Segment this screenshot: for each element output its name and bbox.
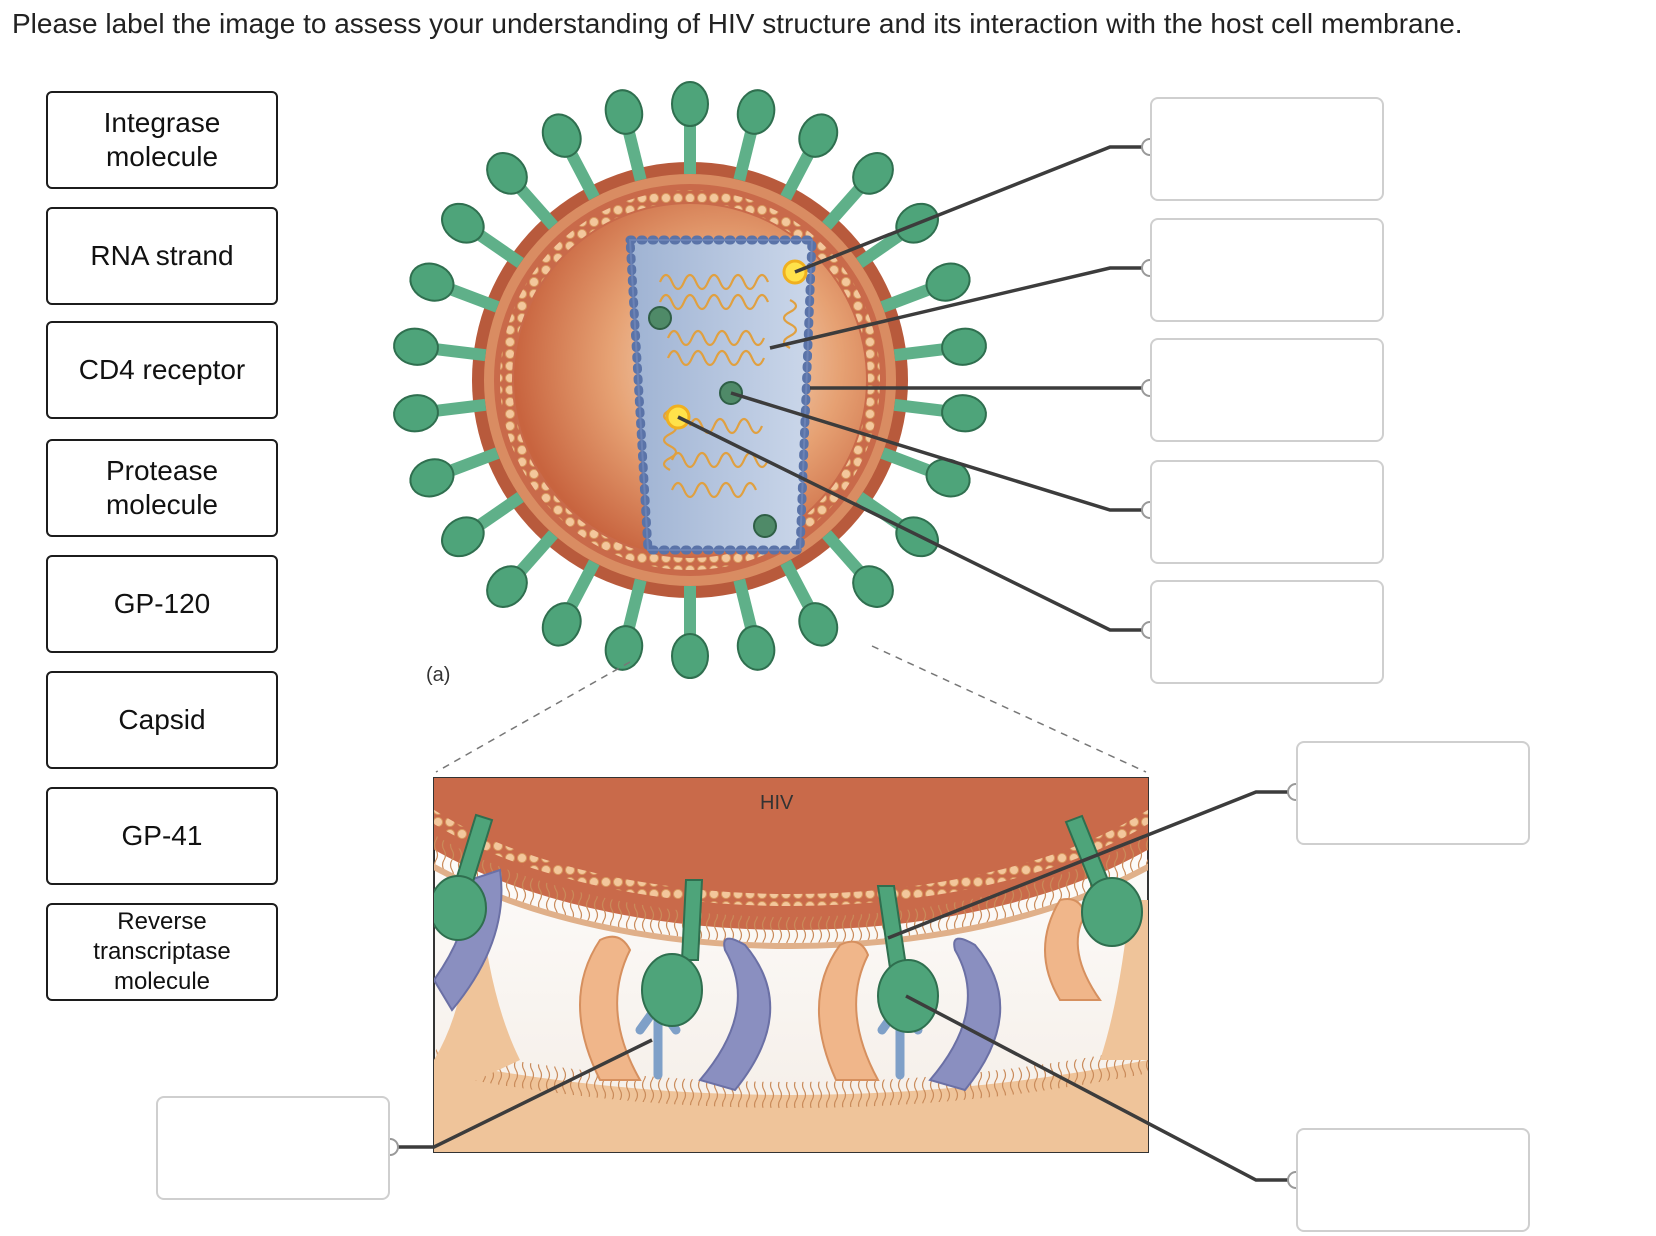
- gp120-head: [736, 625, 776, 671]
- drop-zone-7[interactable]: [1296, 1128, 1530, 1232]
- gp120-head: [604, 89, 644, 135]
- label-tile-gp120[interactable]: GP-120: [46, 555, 278, 653]
- gp120-head: [852, 565, 894, 608]
- gp120-head: [671, 81, 709, 127]
- inset-panel: [433, 777, 1149, 1153]
- gp41-stem: [442, 447, 500, 479]
- gp120-head: [441, 516, 485, 558]
- gp120-head: [409, 458, 455, 498]
- drop-zone-6[interactable]: [1296, 741, 1530, 845]
- gp120-head: [798, 602, 839, 647]
- gp41-stem: [893, 342, 951, 362]
- gp120-head: [941, 394, 987, 433]
- gp120-head: [393, 394, 439, 433]
- gp120-head: [941, 327, 987, 366]
- gp120-head: [486, 152, 528, 195]
- drop-zone-5[interactable]: [1150, 580, 1384, 684]
- gp120-head: [852, 152, 894, 195]
- gp41-stem: [780, 559, 818, 615]
- gp120-head: [441, 202, 485, 244]
- gp41-stem: [880, 447, 938, 479]
- gp41-stem: [733, 124, 759, 182]
- gp41-stem: [880, 281, 938, 313]
- drop-zone-1[interactable]: [1150, 97, 1384, 201]
- gp41-stem: [822, 530, 869, 581]
- gp41-stem: [733, 578, 759, 636]
- gp120-head: [541, 602, 582, 647]
- gp120-head: [798, 113, 839, 158]
- gp120-head: [604, 625, 644, 671]
- gp41-stem: [511, 530, 558, 581]
- label-tile-capsid[interactable]: Capsid: [46, 671, 278, 769]
- gp120-spikes: [393, 81, 987, 679]
- gp41-stem: [621, 124, 647, 182]
- gp41-stem: [621, 578, 647, 636]
- gp41-stem: [562, 559, 600, 615]
- drop-zone-8[interactable]: [156, 1096, 390, 1200]
- label-tile-gp41[interactable]: GP-41: [46, 787, 278, 885]
- zoom-guides: [435, 645, 1147, 773]
- gp41-stem: [511, 179, 558, 230]
- instructions-text: Please label the image to assess your un…: [12, 8, 1463, 39]
- gp120-head: [409, 262, 455, 302]
- gp41-stem: [442, 281, 500, 313]
- gp41-stem: [470, 226, 524, 268]
- gp120-head: [925, 262, 971, 302]
- leader-lines: [390, 145, 1296, 1182]
- gp120-head: [486, 565, 528, 608]
- gp41-stem: [893, 398, 951, 418]
- gp41-stem: [856, 226, 910, 268]
- part-a-label: (a): [426, 664, 451, 686]
- gp120-head: [393, 327, 439, 366]
- label-tile-protease[interactable]: Protease molecule: [46, 439, 278, 537]
- gp120-head: [671, 633, 709, 679]
- gp41-stem: [429, 398, 487, 418]
- gp41-stem: [780, 145, 818, 201]
- gp41-stem: [822, 179, 869, 230]
- label-tile-rna-strand[interactable]: RNA strand: [46, 207, 278, 305]
- gp120-head: [736, 89, 776, 135]
- gp41-stem: [562, 145, 600, 201]
- drop-zone-4[interactable]: [1150, 460, 1384, 564]
- label-tile-reverse-transcriptase[interactable]: Reverse transcriptase molecule: [46, 903, 278, 1001]
- gp120-head: [541, 113, 582, 158]
- rna-strands: [658, 273, 798, 499]
- label-tile-integrase[interactable]: Integrase molecule: [46, 91, 278, 189]
- inset-hiv-label: HIV: [760, 792, 794, 814]
- drop-zone-2[interactable]: [1150, 218, 1384, 322]
- label-tile-cd4-receptor[interactable]: CD4 receptor: [46, 321, 278, 419]
- gp41-stem: [470, 492, 524, 534]
- drop-zone-3[interactable]: [1150, 338, 1384, 442]
- gp41-stem: [429, 342, 487, 362]
